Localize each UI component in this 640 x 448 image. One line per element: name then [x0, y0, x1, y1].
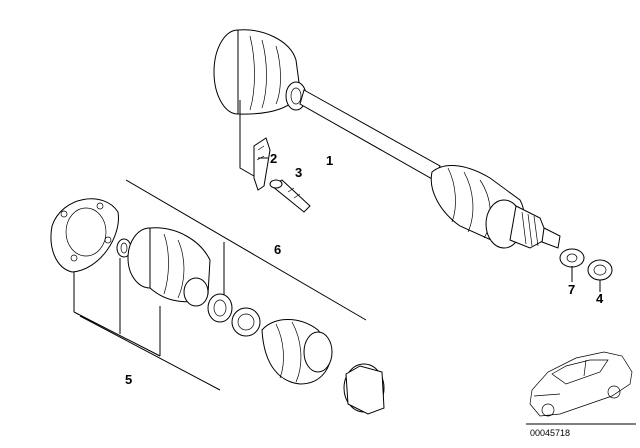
boot-kit-frame: [79, 179, 367, 391]
exploded-outer-boot[interactable]: [261, 319, 333, 385]
joint-ring[interactable]: [207, 293, 233, 323]
flange-plate[interactable]: [50, 198, 119, 273]
bolt[interactable]: [269, 179, 311, 213]
callout-7: 7: [568, 282, 575, 297]
collar-nut[interactable]: [587, 259, 613, 281]
washer[interactable]: [559, 248, 585, 268]
bearing-cage[interactable]: [231, 307, 261, 337]
leader-boot-to-strap: [239, 100, 255, 177]
reference-code: 00045718: [530, 428, 570, 438]
callout-6: 6: [274, 242, 281, 257]
shaft: [299, 89, 441, 181]
circlip-ring[interactable]: [116, 238, 132, 258]
callout-4: 4: [596, 291, 604, 306]
callout-3: 3: [295, 165, 302, 180]
callout-2: 2: [270, 151, 277, 166]
leaders-part-5: [73, 258, 161, 357]
clamp-band[interactable]: [343, 363, 385, 415]
callout-1: 1: [326, 153, 333, 168]
car-thumbnail-icon: [526, 351, 636, 425]
outer-joint: [509, 205, 561, 249]
drive-shaft-assembly[interactable]: [213, 29, 561, 249]
inner-boot: [213, 29, 307, 115]
clamp-strap[interactable]: [253, 137, 271, 191]
exploded-inner-boot[interactable]: [127, 227, 211, 307]
callout-5: 5: [125, 372, 132, 387]
outer-boot: [430, 165, 525, 249]
